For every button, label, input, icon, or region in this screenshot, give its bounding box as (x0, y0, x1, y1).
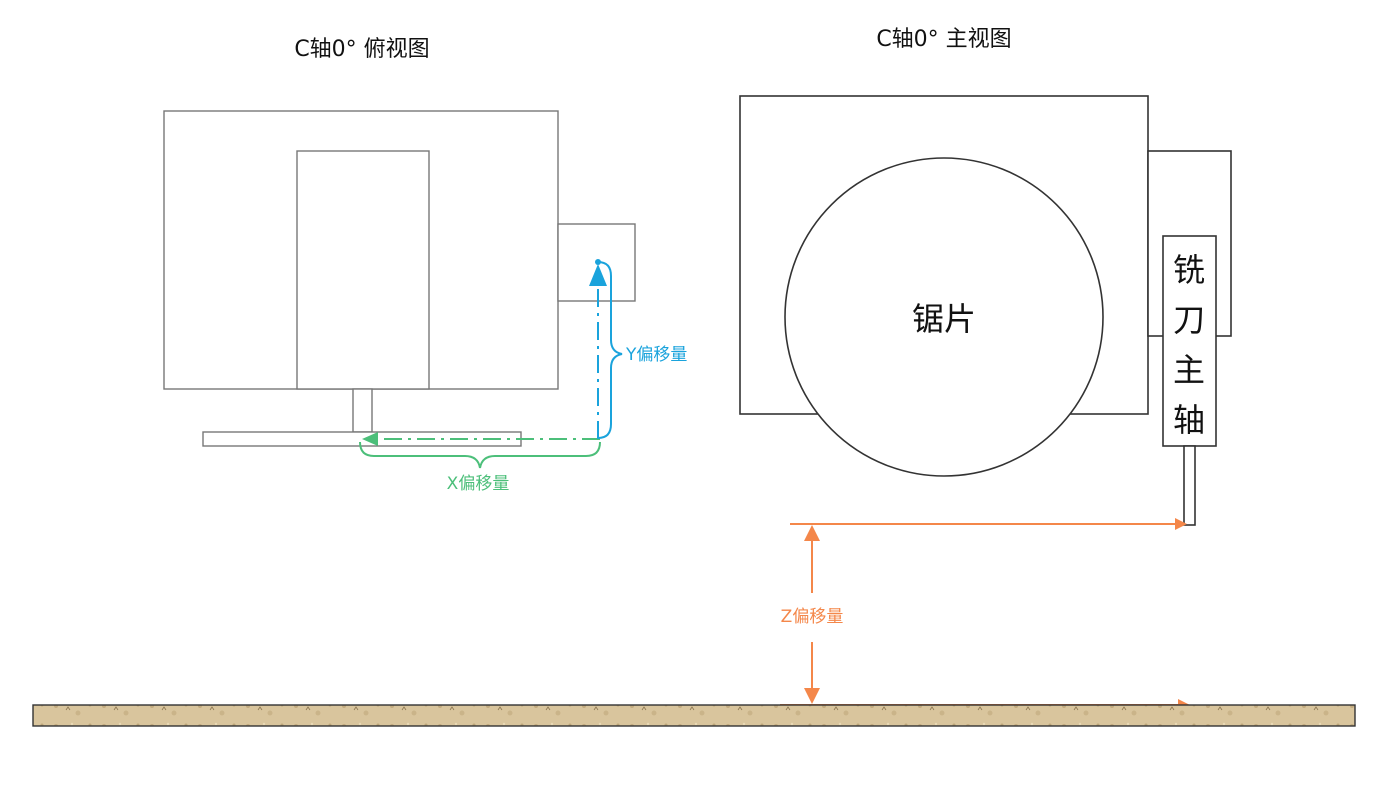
top-view-blade-block (296, 150, 430, 390)
top-view: C轴0° 俯视图 X偏移量 Y偏移量 (163, 37, 687, 494)
x-offset-label: X偏移量 (447, 474, 510, 494)
milling-tool (1183, 445, 1196, 526)
spindle-char-3: 主 (1173, 351, 1205, 389)
spindle-char-2: 刀 (1173, 301, 1205, 339)
spindle-char-4: 轴 (1173, 401, 1205, 439)
spindle-char-1: 铣 (1173, 251, 1205, 289)
z-offset-label: Z偏移量 (781, 607, 844, 627)
y-offset-arrowhead (589, 264, 607, 286)
milling-spindle-body (1162, 235, 1217, 447)
saw-blade-circle (784, 157, 1104, 477)
y-offset-label: Y偏移量 (625, 345, 687, 365)
top-view-stem (352, 388, 373, 433)
z-offset-down-arrowhead (804, 688, 820, 704)
top-view-title: C轴0° 俯视图 (294, 37, 429, 62)
front-view-title: C轴0° 主视图 (876, 27, 1011, 52)
saw-blade-label: 锯片 (912, 300, 976, 338)
z-offset-up-arrowhead (804, 525, 820, 541)
work-surface (32, 704, 1356, 727)
front-view: C轴0° 主视图 锯片 铣 刀 主 轴 Z偏移量 (739, 27, 1232, 711)
x-offset-arrowhead (362, 432, 378, 446)
y-offset-brace (597, 261, 623, 439)
x-offset-brace (359, 441, 601, 469)
